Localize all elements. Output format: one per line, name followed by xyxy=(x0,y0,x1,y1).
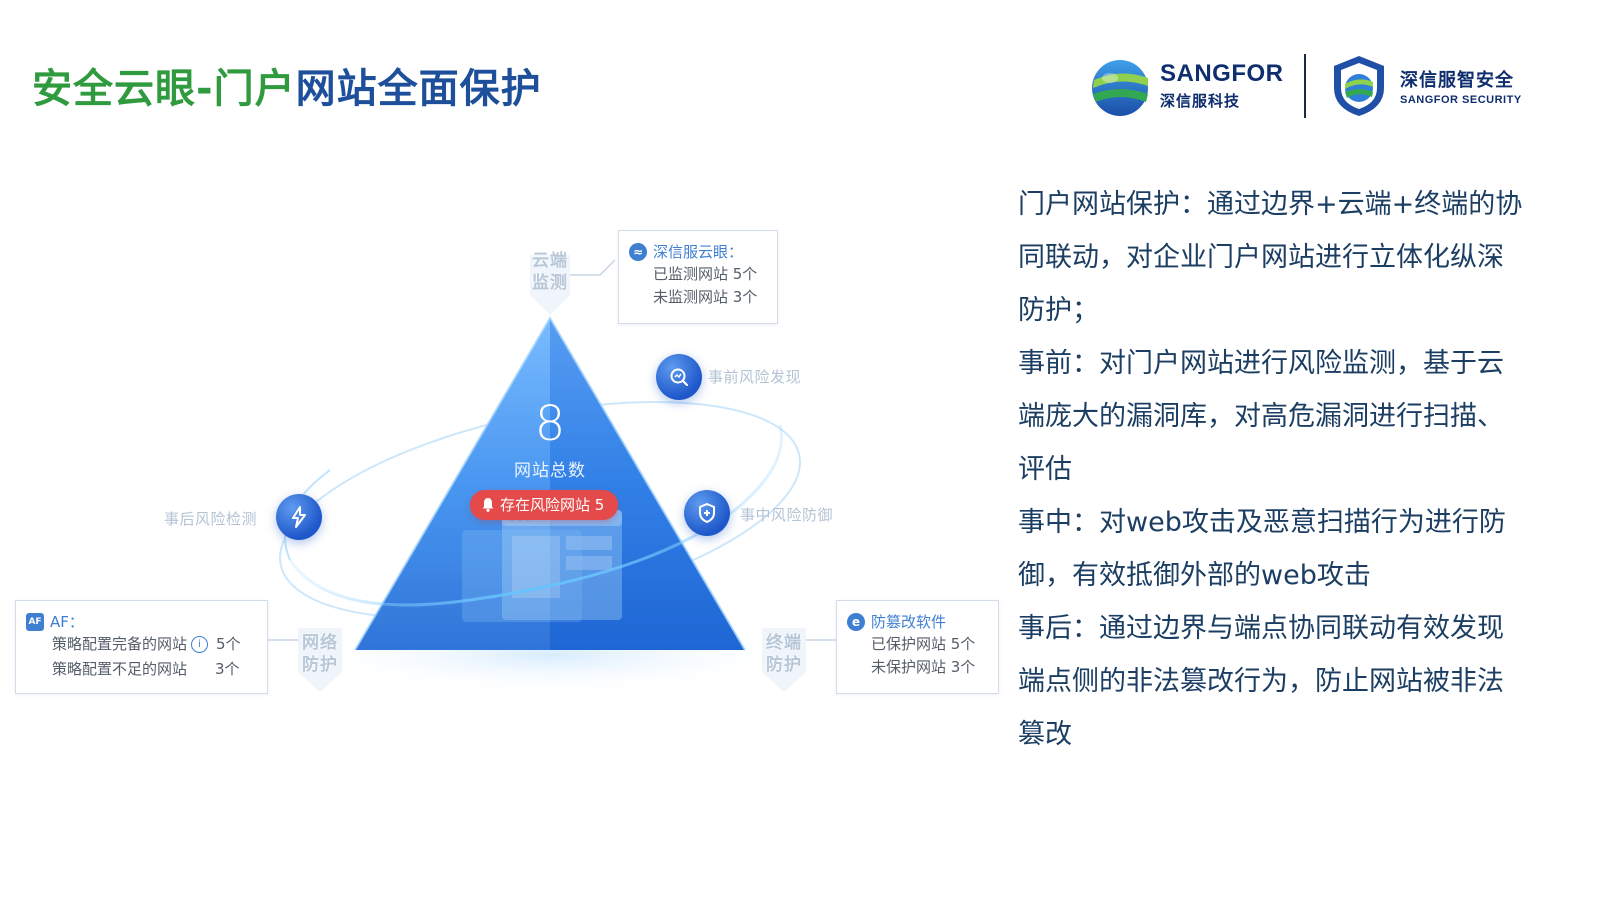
brand-name-cn: 深信服科技 xyxy=(1160,92,1241,110)
cloud-eye-head: ≈ 深信服云眼： xyxy=(629,241,777,262)
cloud-eye-line-unmonitored: 未监测网站 3个 xyxy=(653,288,758,306)
logo-divider xyxy=(1304,54,1306,118)
lightning-icon xyxy=(292,506,306,528)
bell-icon xyxy=(482,498,494,512)
node-after-label: 事后风险检测 xyxy=(164,510,258,528)
sangfor-shield-logo xyxy=(1334,56,1384,116)
desc-portal-protection: 门户网站保护：通过边界+云端+终端的协同联动，对企业门户网站进行立体化纵深防护； xyxy=(1018,189,1523,326)
af-row-insufficient: 策略配置不足的网站 3个 xyxy=(26,657,267,682)
node-before-label: 事前风险发现 xyxy=(708,368,802,386)
description-block: 门户网站保护：通过边界+云端+终端的协同联动，对企业门户网站进行立体化纵深防护；… xyxy=(1018,178,1528,761)
cloud-eye-line-monitored: 已监测网站 5个 xyxy=(653,265,758,283)
desc-after: 事后：通过边界与端点协同联动有效发现端点侧的非法篡改行为，防止网站被非法篡改 xyxy=(1018,613,1504,750)
tamper-icon: e xyxy=(847,612,865,631)
desc-before: 事前：对门户网站进行风险监测，基于云端庞大的漏洞库，对高危漏洞进行扫描、评估 xyxy=(1018,348,1504,485)
page-title: 安全云眼-门户网站全面保护 xyxy=(32,56,542,114)
corner-right-line1: 终端 xyxy=(766,633,802,653)
diagram-graphics xyxy=(268,255,836,695)
total-sites-caption: 网站总数 xyxy=(514,461,586,481)
tamper-line-protected: 已保护网站 5个 xyxy=(871,635,976,653)
tamper-line-unprotected: 未保护网站 3个 xyxy=(871,658,976,676)
corner-label-top: 云端 监测 xyxy=(530,250,570,294)
node-before-risk[interactable] xyxy=(656,354,702,400)
info-icon[interactable]: i xyxy=(191,636,209,653)
af-row-insufficient-value: 3个 xyxy=(215,660,240,678)
corner-label-right: 终端 防护 xyxy=(764,632,804,676)
corner-top-line1: 云端 xyxy=(532,251,568,271)
af-row-complete-label: 策略配置完备的网站 xyxy=(52,635,188,653)
tamper-title: 防篡改软件 xyxy=(871,613,947,631)
risk-sites-badge[interactable]: 存在风险网站 5 xyxy=(470,490,619,520)
sangfor-globe-logo xyxy=(1092,60,1148,116)
corner-right-line2: 防护 xyxy=(766,655,802,675)
af-row-insufficient-label: 策略配置不足的网站 xyxy=(52,660,188,678)
tamper-head: e 防篡改软件 xyxy=(847,611,998,632)
title-part2: 网站全面保护 xyxy=(295,66,542,112)
search-icon xyxy=(670,368,689,387)
af-title: AF： xyxy=(50,613,84,631)
cloud-eye-title: 深信服云眼： xyxy=(653,243,744,261)
tamper-box: e 防篡改软件 已保护网站 5个 未保护网站 3个 xyxy=(836,600,999,694)
corner-left-line1: 网络 xyxy=(302,633,338,653)
node-during-label: 事中风险防御 xyxy=(740,506,834,524)
risk-sites-text: 存在风险网站 5 xyxy=(500,496,605,514)
cloud-eye-box: ≈ 深信服云眼： 已监测网站 5个 未监测网站 3个 xyxy=(618,230,778,324)
brand-name-en: SANGFOR xyxy=(1160,60,1284,87)
brand2-name-en: SANGFOR SECURITY xyxy=(1400,94,1522,106)
node-during-risk[interactable] xyxy=(684,490,730,536)
total-sites-number: 8 xyxy=(534,396,566,452)
logo-area: SANGFOR 深信服科技 深信服智安全 SANGFOR SECURITY xyxy=(1088,52,1528,122)
brand2-name-cn: 深信服智安全 xyxy=(1400,70,1514,91)
title-part1: 安全云眼-门户 xyxy=(32,66,296,112)
af-row-complete-value: 5个 xyxy=(216,635,241,653)
shield-plus-icon xyxy=(699,502,715,524)
protection-diagram: 云端 监测 网络 防护 终端 防护 8 网站总数 存在风险网站 5 事前风险发现… xyxy=(0,200,1030,760)
af-icon: AF xyxy=(26,612,44,631)
node-after-risk[interactable] xyxy=(276,494,322,540)
desc-during: 事中：对web攻击及恶意扫描行为进行防御，有效抵御外部的web攻击 xyxy=(1018,507,1506,591)
corner-left-line2: 防护 xyxy=(302,655,338,675)
cloud-eye-icon: ≈ xyxy=(629,242,647,261)
corner-label-left: 网络 防护 xyxy=(300,632,340,676)
corner-top-line2: 监测 xyxy=(532,273,568,293)
af-head: AF AF： xyxy=(26,611,267,632)
